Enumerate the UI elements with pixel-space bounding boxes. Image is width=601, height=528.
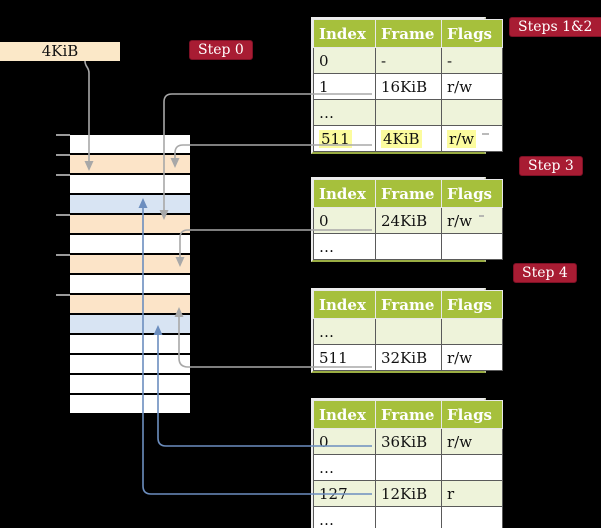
col-flags: Flags bbox=[441, 290, 503, 319]
cell-frame: 24KiB bbox=[381, 211, 428, 230]
address-tick bbox=[56, 214, 70, 216]
memory-frame-13-free bbox=[70, 395, 190, 413]
memory-frame-10-free bbox=[70, 335, 190, 353]
memory-frame-12-free bbox=[70, 375, 190, 393]
table-header: Index Frame Flags bbox=[313, 179, 503, 208]
table-row-highlighted: 511 4KiB r/w bbox=[313, 125, 503, 152]
cell-flags: r/w bbox=[447, 77, 473, 96]
frame-4kib-label: 4KiB bbox=[0, 42, 120, 61]
col-frame: Frame bbox=[375, 179, 442, 208]
cell-flags: r/w bbox=[447, 432, 473, 451]
table-row: 1 16KiB r/w bbox=[313, 73, 503, 100]
cell-index: … bbox=[319, 322, 334, 341]
cell-frame: 16KiB bbox=[381, 77, 428, 96]
cell-flags: r/w bbox=[447, 129, 477, 148]
memory-frame-5-free bbox=[70, 235, 190, 253]
table-row: … bbox=[313, 99, 503, 126]
col-flags: Flags bbox=[441, 179, 503, 208]
cell-index: 0 bbox=[319, 211, 329, 230]
memory-frame-4-table bbox=[70, 215, 190, 233]
cell-frame: 32KiB bbox=[381, 348, 428, 367]
table-row: … bbox=[313, 233, 503, 260]
table-row: … bbox=[313, 506, 503, 528]
cell-frame: 12KiB bbox=[381, 484, 428, 503]
cell-flags: r/w bbox=[447, 348, 473, 367]
memory-frame-8-table bbox=[70, 295, 190, 313]
table-row: 0 36KiB r/w bbox=[313, 428, 503, 455]
memory-column bbox=[70, 135, 190, 415]
page-table-level4: Index Frame Flags 0 - - 1 16KiB r/w … 51… bbox=[311, 17, 503, 154]
memory-frame-0-free bbox=[70, 135, 190, 153]
memory-frame-7-free bbox=[70, 275, 190, 293]
badge-step-0: Step 0 bbox=[189, 40, 253, 60]
table-header: Index Frame Flags bbox=[313, 19, 503, 48]
cell-index: 511 bbox=[319, 129, 352, 148]
address-tick bbox=[56, 174, 70, 176]
cell-index: 0 bbox=[319, 432, 329, 451]
col-index: Index bbox=[313, 400, 376, 429]
col-frame: Frame bbox=[375, 19, 442, 48]
table-row: 0 - - bbox=[313, 47, 503, 74]
cell-index: 1 bbox=[319, 77, 329, 96]
address-tick bbox=[56, 254, 70, 256]
address-tick bbox=[56, 154, 70, 156]
address-tick bbox=[56, 294, 70, 296]
cell-index: 511 bbox=[319, 348, 348, 367]
cell-flags: r/w bbox=[447, 211, 473, 230]
table-row: 511 32KiB r/w bbox=[313, 344, 503, 371]
page-table-level1: Index Frame Flags 0 36KiB r/w … 127 12Ki… bbox=[311, 398, 503, 528]
col-frame: Frame bbox=[375, 400, 442, 429]
table-row: … bbox=[313, 318, 503, 345]
cell-index: … bbox=[319, 458, 334, 477]
memory-frame-6-table bbox=[70, 255, 190, 273]
memory-frame-2-free bbox=[70, 175, 190, 193]
badge-step-3: Step 3 bbox=[519, 156, 583, 176]
memory-frame-9-page bbox=[70, 315, 190, 333]
table-header: Index Frame Flags bbox=[313, 290, 503, 319]
table-row: 127 12KiB r bbox=[313, 480, 503, 507]
col-flags: Flags bbox=[441, 400, 503, 429]
table-row: … bbox=[313, 454, 503, 481]
cell-flags: - bbox=[447, 51, 453, 70]
page-table-level2: Index Frame Flags … 511 32KiB r/w bbox=[311, 288, 503, 373]
memory-frame-3-page bbox=[70, 195, 190, 213]
table-header: Index Frame Flags bbox=[313, 400, 503, 429]
cell-index: … bbox=[319, 237, 334, 256]
cell-index: … bbox=[319, 510, 334, 528]
cell-index: 0 bbox=[319, 51, 329, 70]
badge-steps-1-2: Steps 1&2 bbox=[509, 17, 601, 37]
cell-index: … bbox=[319, 103, 334, 122]
cell-frame: 4KiB bbox=[381, 129, 422, 148]
cell-frame: - bbox=[381, 51, 387, 70]
cell-index: 127 bbox=[319, 484, 348, 503]
col-index: Index bbox=[313, 290, 376, 319]
cell-frame: 36KiB bbox=[381, 432, 428, 451]
col-flags: Flags bbox=[441, 19, 503, 48]
address-tick bbox=[56, 134, 70, 136]
badge-step-4: Step 4 bbox=[513, 263, 577, 283]
memory-frame-1-table bbox=[70, 155, 190, 173]
table-row: 0 24KiB r/w bbox=[313, 207, 503, 234]
col-index: Index bbox=[313, 19, 376, 48]
cell-flags: r bbox=[447, 484, 455, 503]
page-table-level3: Index Frame Flags 0 24KiB r/w … bbox=[311, 177, 503, 262]
memory-frame-11-free bbox=[70, 355, 190, 373]
col-frame: Frame bbox=[375, 290, 442, 319]
col-index: Index bbox=[313, 179, 376, 208]
